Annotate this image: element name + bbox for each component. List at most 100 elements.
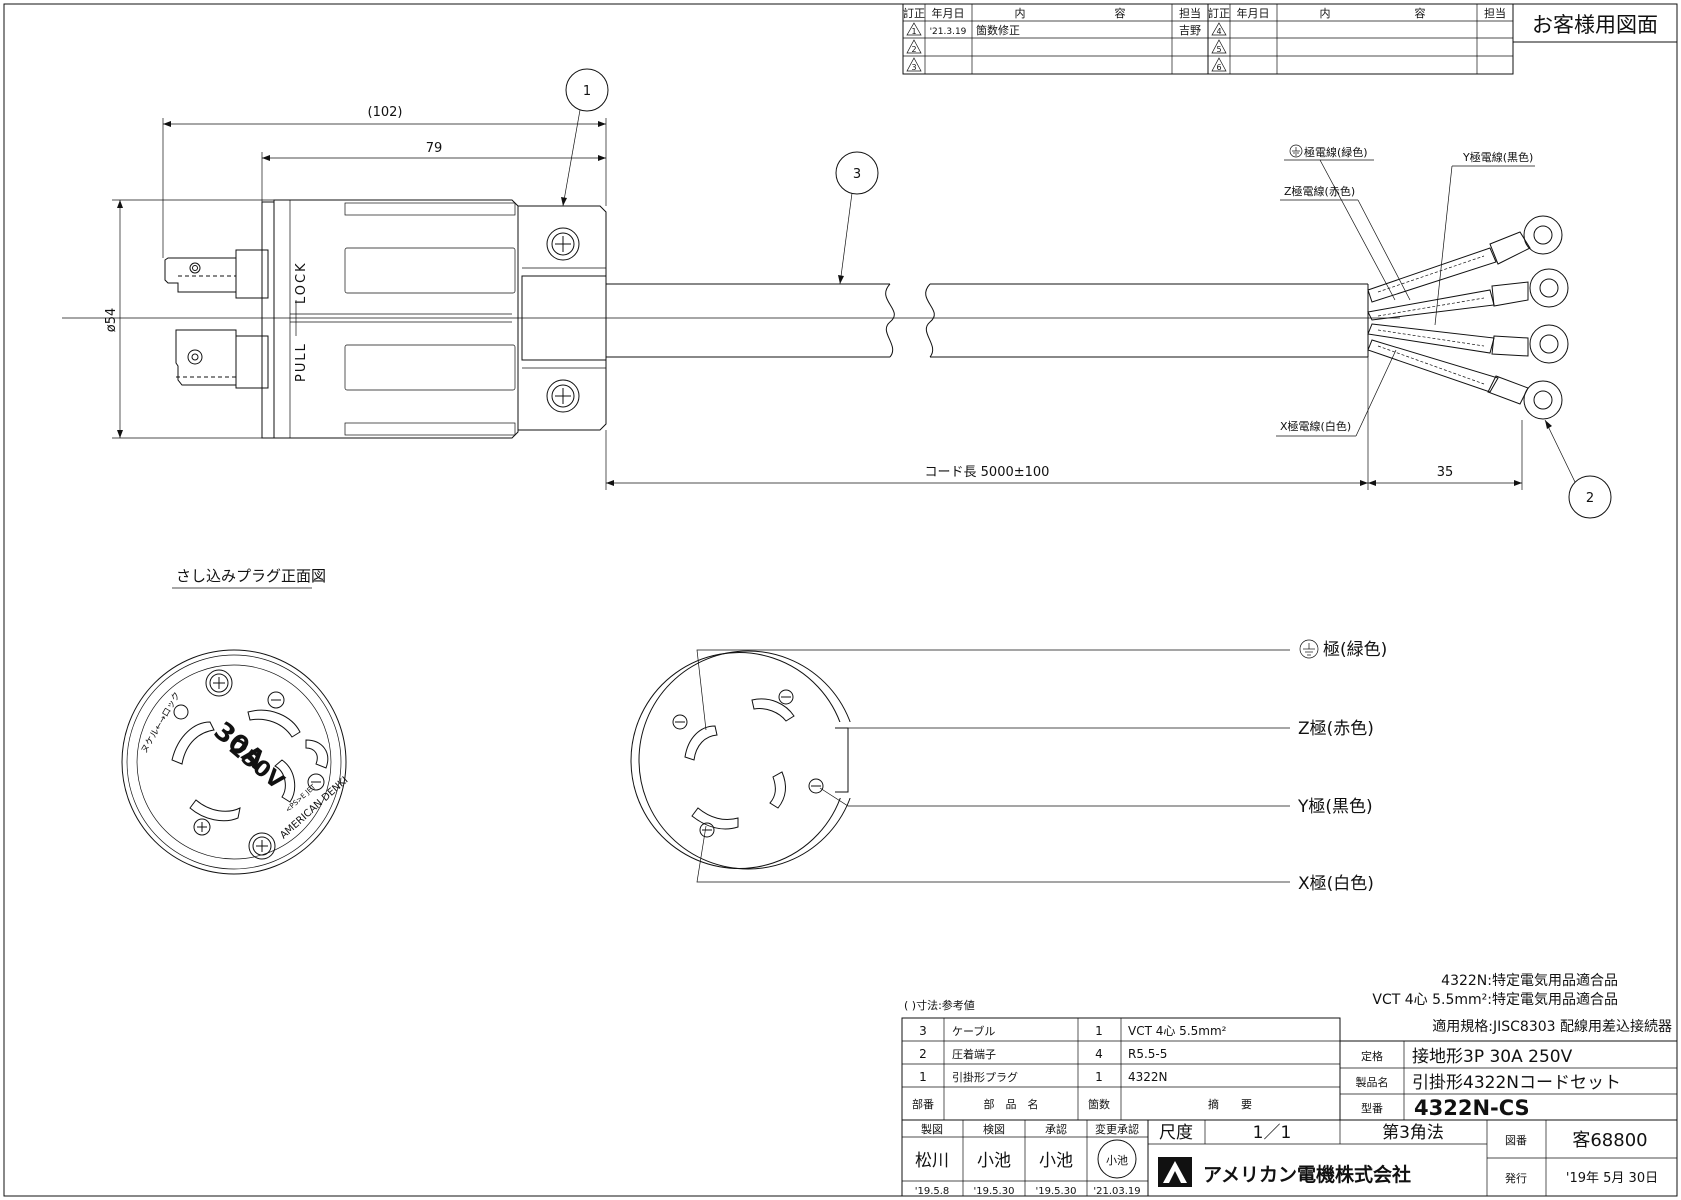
rev-header-no: 訂正	[903, 6, 925, 20]
approval-role-4: 変更承認	[1095, 1122, 1139, 1136]
parts-header-name: 部 品 名	[984, 1097, 1039, 1111]
rev-header-person-2: 担当	[1484, 6, 1506, 20]
part-3-name: ケーブル	[952, 1024, 995, 1038]
pin-legend-ground: 極(緑色)	[1323, 640, 1387, 660]
dimension-lines	[112, 118, 1523, 490]
company-name: アメリカン電機株式会社	[1203, 1163, 1411, 1186]
customer-label: お客様用図面	[1532, 13, 1658, 37]
approval-name-1: 松川	[915, 1151, 949, 1171]
wire-label-ground: 極電線(緑色)	[1304, 145, 1368, 159]
pin-bottom	[175, 329, 269, 389]
parts-header-no: 部番	[912, 1097, 934, 1111]
approval-date-3: '19.5.30	[1036, 1186, 1077, 1197]
approval-role-2: 検図	[983, 1122, 1005, 1136]
pull-label: PULL	[294, 342, 309, 382]
rev-header-content-4: 容	[1415, 6, 1426, 20]
plug-front-face: 30A 250V AMERICAN DENKI <PS>E JET ヌケル←→ロ…	[121, 649, 350, 875]
title-block: 定格 接地形3P 30A 250V 製品名 引掛形4322Nコードセット 型番 …	[901, 1040, 1678, 1197]
approval-name-4: 小池	[1106, 1154, 1128, 1167]
issue-label: 発行	[1505, 1171, 1527, 1185]
note-1: 4322N:特定電気用品適合品	[1441, 972, 1618, 989]
dim-diameter: ø54	[104, 308, 119, 333]
parts-header-spec: 摘 要	[1208, 1097, 1252, 1111]
product-value: 引掛形4322Nコードセット	[1412, 1073, 1621, 1093]
part-2-name: 圧着端子	[952, 1047, 996, 1061]
part-1-name: 引掛形プラグ	[952, 1070, 1018, 1084]
change-approval-stamp	[1097, 1139, 1137, 1179]
svg-text:2: 2	[1586, 491, 1594, 506]
part-3-no: 3	[919, 1024, 927, 1038]
customer-label-box	[1512, 3, 1678, 43]
sheet-frame	[3, 3, 1678, 1197]
part-2-qty: 4	[1095, 1047, 1103, 1061]
wire-fanout	[1367, 247, 1499, 393]
svg-text:3: 3	[853, 167, 861, 182]
dim-strip-length: 35	[1437, 465, 1454, 480]
side-view: LOCK PULL	[62, 68, 1612, 519]
part-2-spec: R5.5-5	[1128, 1047, 1167, 1061]
rev-no-5: 5	[1216, 45, 1221, 54]
parts-header-qty: 箇数	[1088, 1097, 1110, 1111]
rev-person-1: 吉野	[1179, 24, 1201, 37]
rev-header-content-2: 容	[1115, 6, 1126, 20]
drawing-no-label: 図番	[1505, 1134, 1527, 1147]
pin-schematic: 極(緑色) Z極(赤色) Y極(黒色) X極(白色)	[630, 639, 1387, 894]
part-1-no: 1	[919, 1070, 927, 1084]
company-logo	[1158, 1157, 1192, 1187]
part-3-qty: 1	[1095, 1024, 1103, 1038]
approval-role-3: 承認	[1045, 1122, 1067, 1136]
dim-overall: (102)	[368, 105, 403, 120]
approval-date-1: '19.5.8	[915, 1186, 950, 1197]
plug-body	[273, 199, 519, 439]
front-view-title: さし込みプラグ正面図	[176, 567, 326, 585]
rating-label: 定格	[1361, 1049, 1383, 1063]
cord-clamp	[517, 205, 607, 431]
rev-no-4: 4	[1216, 27, 1221, 36]
rev-header-content-3: 内	[1320, 6, 1331, 20]
issue-date: '19年 5月 30日	[1566, 1171, 1658, 1186]
wire-label-x: X極電線(白色)	[1280, 419, 1351, 433]
approval-date-2: '19.5.30	[974, 1186, 1015, 1197]
scale-value: 1／1	[1253, 1123, 1292, 1143]
pin-top	[164, 249, 269, 299]
approval-role-1: 製図	[921, 1122, 943, 1136]
rev-content-1: 箇数修正	[976, 23, 1020, 37]
lock-label: LOCK	[294, 261, 309, 304]
pin-legend-x: X極(白色)	[1298, 874, 1374, 894]
note-3: 適用規格:JISC8303 配線用差込接続器	[1432, 1018, 1672, 1035]
part-3-spec: VCT 4心 5.5mm²	[1128, 1024, 1227, 1038]
part-2-no: 2	[919, 1047, 927, 1061]
clamp-screw-bottom	[546, 379, 580, 413]
rev-no-2: 2	[911, 45, 916, 54]
projection-method: 第3角法	[1382, 1123, 1444, 1143]
model-value: 4322N-CS	[1414, 1096, 1530, 1120]
rev-header-date: 年月日	[932, 6, 965, 20]
note-2: VCT 4心 5.5mm²:特定電気用品適合品	[1372, 991, 1618, 1008]
rev-no-6: 6	[1216, 63, 1221, 72]
balloon-1: 1	[561, 68, 609, 207]
parts-list: 3 ケーブル 1 VCT 4心 5.5mm² 2 圧着端子 4 R5.5-5 1…	[901, 1017, 1341, 1121]
pin-legend-z: Z極(赤色)	[1298, 719, 1374, 739]
rev-header-content-1: 内	[1015, 6, 1026, 20]
drawing-no: 客68800	[1572, 1130, 1647, 1151]
clamp-screw-top	[546, 227, 580, 261]
approval-name-3: 小池	[1039, 1151, 1073, 1171]
pin-legend-y: Y極(黒色)	[1297, 797, 1373, 817]
ref-note: ( )寸法:参考値	[904, 998, 975, 1012]
revision-table: 訂正 年月日 内 容 担当 訂正 年月日 内 容 担当 1 2 3 4 5 6 …	[902, 3, 1514, 75]
rev-header-no-2: 訂正	[1208, 6, 1230, 20]
wire-label-z: Z極電線(赤色)	[1284, 184, 1355, 198]
scale-label: 尺度	[1159, 1123, 1193, 1143]
dimension-arrows	[117, 121, 1522, 486]
rev-no-1: 1	[911, 27, 916, 36]
part-1-spec: 4322N	[1128, 1070, 1168, 1084]
rating-value: 接地形3P 30A 250V	[1412, 1047, 1573, 1067]
approval-name-2: 小池	[977, 1151, 1011, 1171]
ring-terminals	[1487, 215, 1569, 420]
approval-date-4: '21.03.19	[1093, 1186, 1140, 1197]
wire-label-y: Y極電線(黒色)	[1462, 150, 1533, 164]
balloon-3: 3	[835, 151, 879, 285]
svg-text:1: 1	[583, 84, 591, 99]
cord	[606, 283, 1369, 358]
